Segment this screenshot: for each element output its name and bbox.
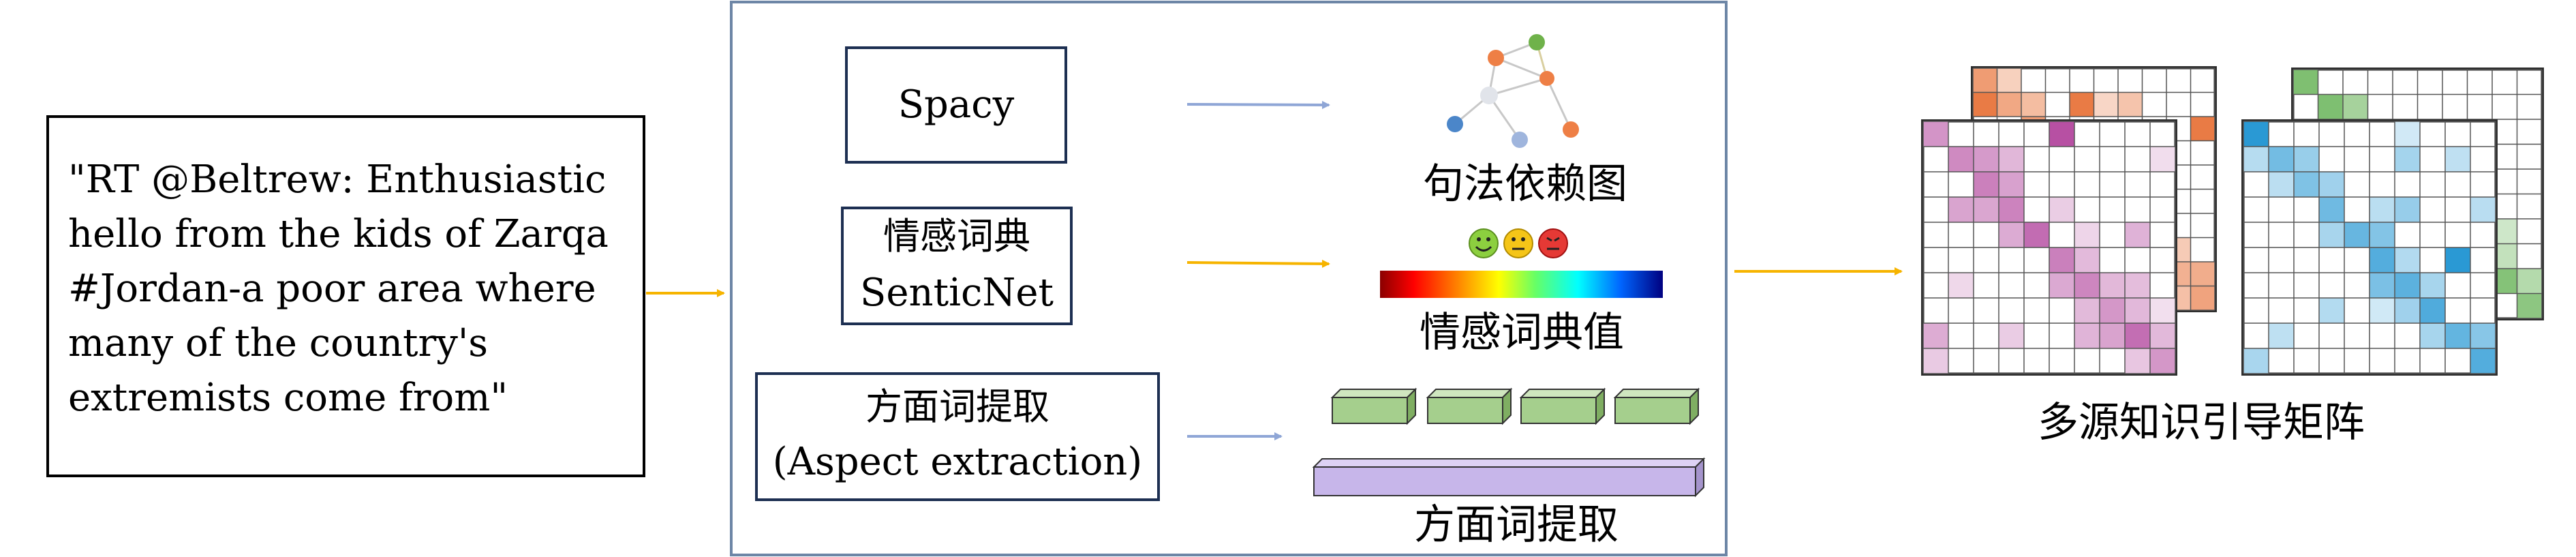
arrow-spacy-to-graph (1186, 100, 1330, 109)
input-text-box: "RT @Beltrew: Enthusiastic hello from th… (46, 115, 645, 477)
input-line-3: #Jordan-a poor area where (68, 267, 596, 311)
aspect-extraction-module: 方面词提取 (Aspect extraction) (755, 372, 1160, 501)
aspect-terms-caption: 方面词提取 (1414, 501, 1619, 549)
sentiment-values-caption: 情感词典值 (1420, 309, 1624, 357)
input-line-4: many of the country's (68, 321, 488, 365)
neutral-face-icon (1503, 228, 1533, 258)
aspect-label-en: (Aspect extraction) (773, 440, 1142, 484)
senticnet-label-zh: 情感词典 (883, 215, 1030, 258)
sentiment-colorbar (1380, 271, 1663, 298)
aspect-tokens (1330, 387, 1700, 425)
dependency-graph-icon (1447, 34, 1579, 148)
aspect-token-box (1330, 387, 1417, 425)
senticnet-label-en: SenticNet (860, 271, 1054, 315)
angry-face-icon (1538, 228, 1568, 258)
blue-matrix (2241, 119, 2498, 376)
input-line-1: "RT @Beltrew: Enthusiastic (68, 157, 606, 202)
input-line-2: hello from the kids of Zarqa (68, 212, 609, 256)
aspect-token-box (1426, 387, 1513, 425)
happy-face-icon (1469, 228, 1499, 258)
input-line-5: extremists come from" (68, 376, 508, 420)
arrow-senticnet-to-values (1186, 259, 1330, 268)
spacy-label: Spacy (898, 82, 1015, 127)
aspect-token-box (1613, 387, 1700, 425)
aspect-span-bar (1312, 457, 1706, 498)
aspect-label-zh: 方面词提取 (865, 385, 1049, 428)
dependency-graph-caption: 句法依赖图 (1423, 160, 1627, 208)
spacy-module: Spacy (845, 46, 1067, 164)
knowledge-matrices (1921, 66, 2544, 376)
senticnet-module: 情感词典 SenticNet (841, 207, 1073, 325)
processing-frame (730, 1, 1728, 556)
aspect-token-box (1519, 387, 1606, 425)
matrices-caption: 多源知识引导矩阵 (2038, 399, 2365, 447)
magenta-matrix (1921, 119, 2177, 376)
